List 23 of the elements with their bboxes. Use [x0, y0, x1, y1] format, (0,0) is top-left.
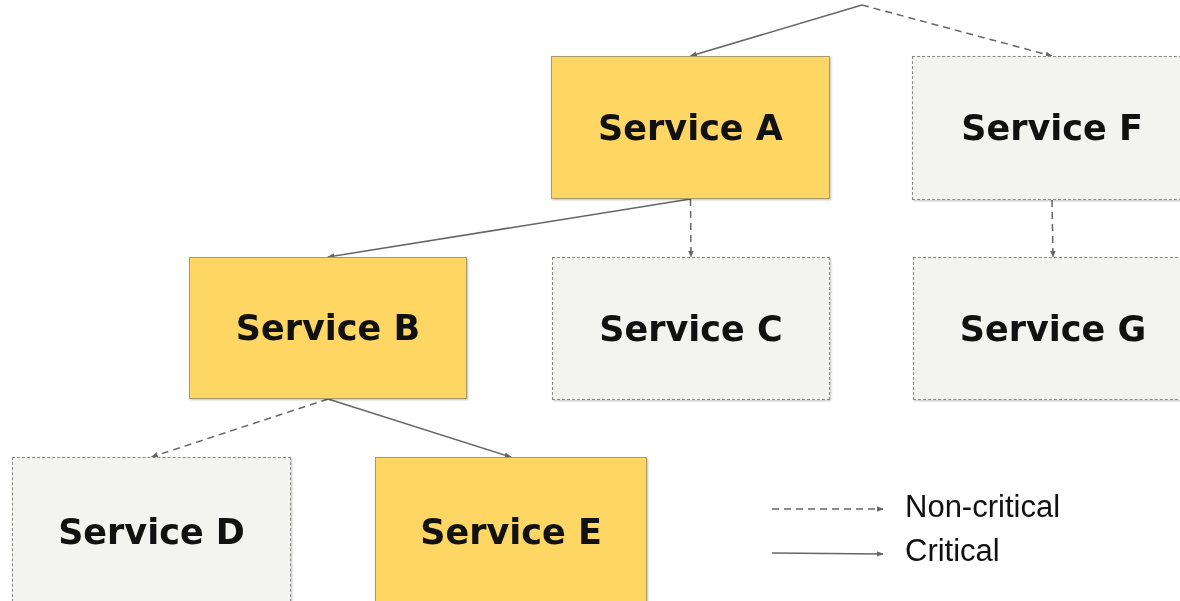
service-label: Service A [598, 107, 783, 148]
arrow [327, 198, 692, 259]
arrow [861, 4, 1053, 58]
service-box [375, 457, 647, 601]
service-box [551, 56, 830, 199]
service-box [189, 257, 467, 399]
service-label: Service G [959, 308, 1147, 349]
arrow [327, 398, 512, 458]
service-label: Service C [599, 308, 783, 349]
service-label: Service B [235, 308, 421, 348]
service-box [552, 257, 830, 400]
legend-label: Non-critical [905, 489, 1061, 525]
service-box [912, 56, 1180, 200]
legend-label: Critical [905, 533, 1000, 569]
arrow [688, 198, 694, 258]
arrow [689, 4, 863, 57]
service-label: Service F [961, 108, 1143, 148]
arrow [150, 398, 329, 458]
service-box [913, 257, 1180, 400]
service-label: Service E [420, 512, 602, 552]
arrow [1050, 199, 1056, 258]
service-box [12, 457, 291, 601]
service-label: Service D [58, 512, 245, 552]
